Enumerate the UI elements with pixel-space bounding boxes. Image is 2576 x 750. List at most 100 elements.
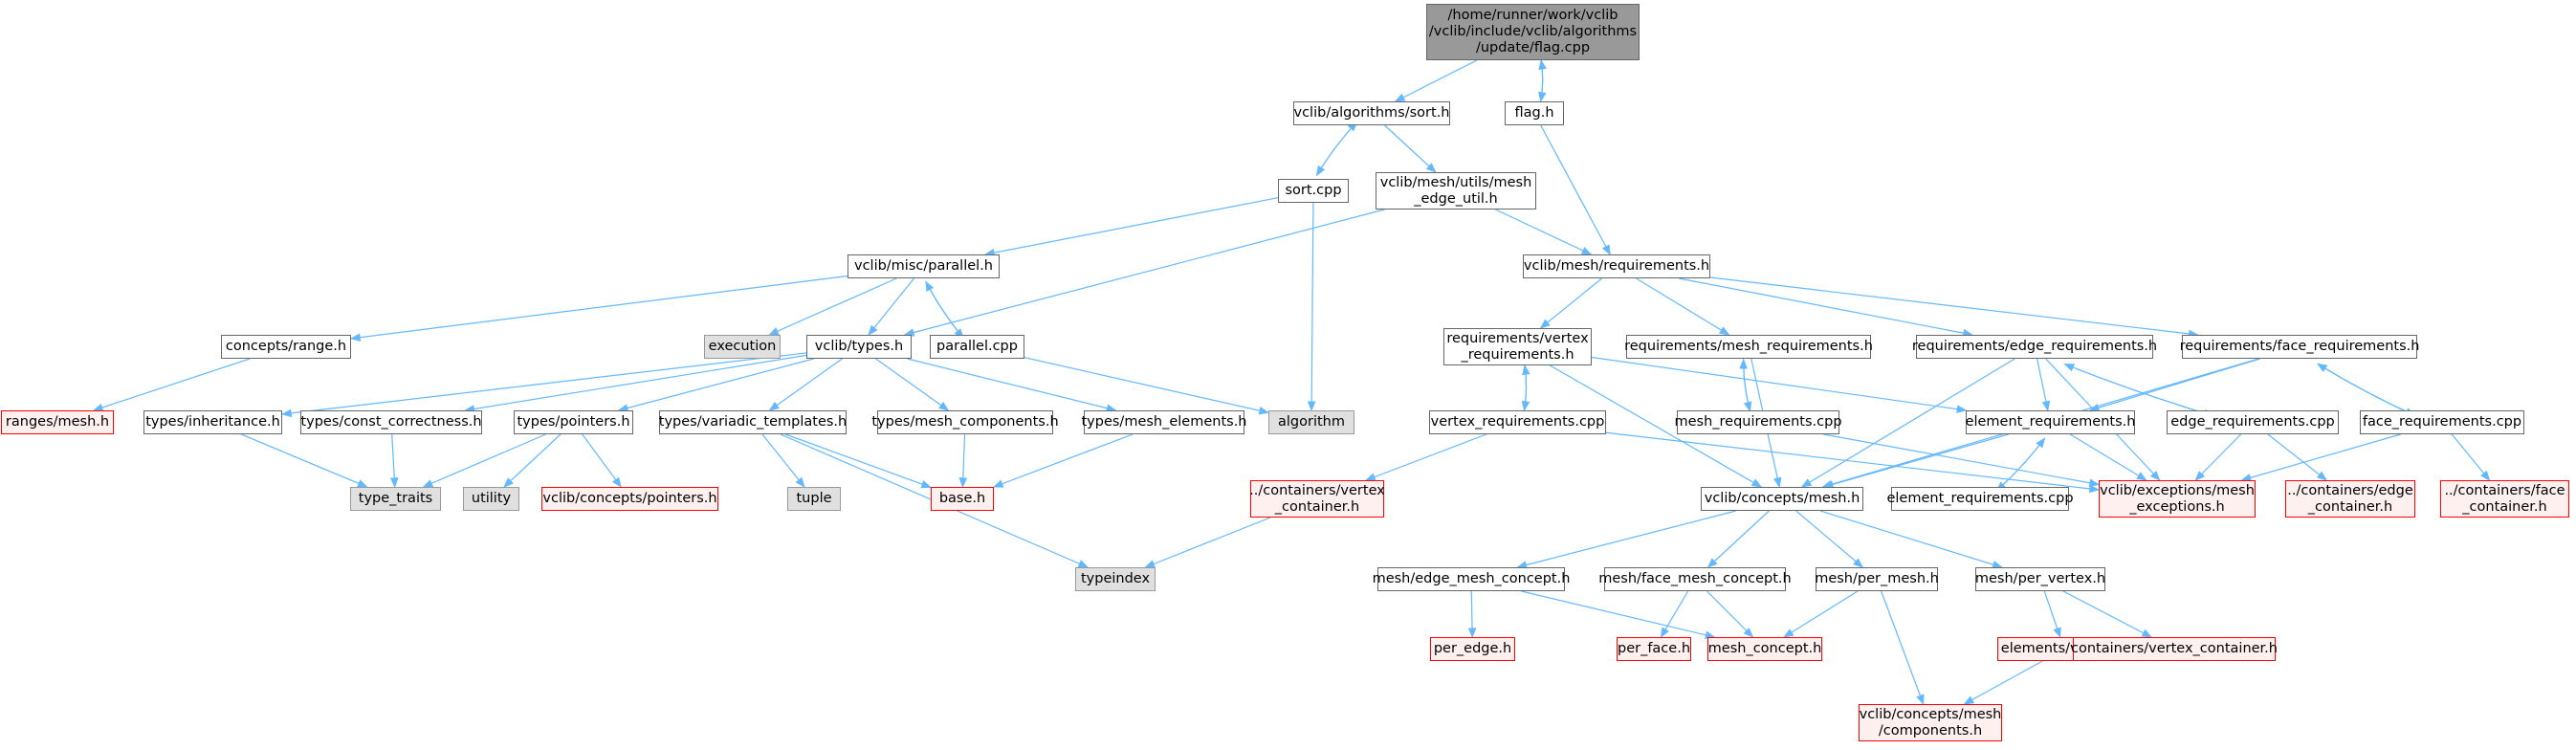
graph-node-element-req[interactable]: element_requirements.h — [1966, 410, 2135, 434]
node-box: vclib/algorithms/sort.h — [1293, 101, 1450, 125]
graph-node-face-req-cpp[interactable]: face_requirements.cpp — [2360, 410, 2524, 434]
graph-node-mesh-req[interactable]: vclib/mesh/requirements.h — [1523, 254, 1710, 278]
graph-node-mesh-req-cpp[interactable]: mesh_requirements.cpp — [1674, 410, 1842, 434]
graph-node-types-ptr[interactable]: types/pointers.h — [514, 410, 633, 434]
graph-node-types-meshcomp[interactable]: types/mesh_components.h — [871, 410, 1059, 434]
graph-node-face-mesh-concept[interactable]: mesh/face_mesh_concept.h — [1598, 567, 1792, 591]
node-box: vclib/mesh/utils/mesh_edge_util.h — [1376, 172, 1536, 210]
node-label-line: utility — [471, 491, 512, 506]
graph-node-per-vertex[interactable]: mesh/per_vertex.h — [1975, 567, 2105, 591]
graph-node-req-mesh[interactable]: requirements/mesh_requirements.h — [1624, 335, 1873, 359]
node-box: execution — [704, 335, 781, 359]
node-label-line: mesh/edge_mesh_concept.h — [1372, 571, 1571, 586]
node-box: vclib/concepts/mesh.h — [1701, 487, 1863, 511]
node-label-line: base.h — [938, 491, 986, 506]
graph-node-types-meshel[interactable]: types/mesh_elements.h — [1081, 410, 1247, 434]
edge-types_var-to-base_h — [785, 433, 933, 489]
edge-mesh_req_cpp-to-vc_exceptions — [1823, 433, 2101, 488]
node-box: base.h — [931, 487, 994, 511]
edge-vclib_types-to-types_inh — [280, 352, 807, 418]
edge-types_ptr-to-vc_concepts_ptr — [582, 433, 622, 488]
node-box: /home/runner/work/vclib/vclib/include/vc… — [1426, 4, 1640, 60]
graph-node-vc-exceptions[interactable]: vclib/exceptions/mesh_exceptions.h — [2099, 480, 2256, 518]
node-label-line: ../containers/edge — [2287, 482, 2413, 498]
edge-mesh_req_cpp-to-req_mesh — [1739, 358, 1751, 411]
graph-node-mesh-edge-util[interactable]: vclib/mesh/utils/mesh_edge_util.h — [1376, 172, 1536, 210]
node-box: containers/vertex_container.h — [2071, 637, 2278, 661]
node-label-line: face_requirements.cpp — [2362, 414, 2522, 430]
edge-face_req_cpp-to-vc_exceptions — [2240, 433, 2401, 482]
graph-node-req-face[interactable]: requirements/face_requirements.h — [2180, 335, 2419, 359]
node-box: vclib/concepts/mesh/components.h — [1859, 704, 2002, 741]
graph-node-edge-req-cpp[interactable]: edge_requirements.cpp — [2167, 410, 2339, 434]
node-label-line: element_requirements.h — [1965, 414, 2136, 430]
graph-node-vc-concepts-mesh[interactable]: vclib/concepts/mesh.h — [1701, 487, 1863, 511]
node-box: vclib/concepts/pointers.h — [541, 487, 718, 511]
graph-node-parallel-cpp[interactable]: parallel.cpp — [930, 335, 1024, 359]
node-box: mesh/per_vertex.h — [1975, 567, 2105, 591]
graph-node-cont-face[interactable]: ../containers/face_container.h — [2440, 480, 2569, 518]
edge-vc_concepts_mesh-to-edge_mesh_concept — [1516, 510, 1736, 569]
graph-node-ranges-mesh[interactable]: ranges/mesh.h — [1, 410, 114, 434]
edge-per_vertex-to-elements_vertex — [2043, 590, 2061, 639]
node-label-line: types/mesh_elements.h — [1081, 414, 1247, 430]
edge-types_meshcomp-to-base_h — [958, 433, 968, 489]
graph-node-sort-cpp[interactable]: sort.cpp — [1278, 179, 1349, 203]
node-label-line: sort.cpp — [1285, 183, 1342, 198]
node-box: requirements/edge_requirements.h — [1912, 335, 2157, 359]
node-box: ranges/mesh.h — [1, 410, 114, 434]
graph-node-types-const[interactable]: types/const_correctness.h — [300, 410, 482, 434]
graph-node-cont-edge[interactable]: ../containers/edge_container.h — [2285, 480, 2415, 518]
graph-node-mesh-concept[interactable]: mesh_concept.h — [1707, 637, 1822, 661]
node-box: element_requirements.h — [1966, 410, 2135, 434]
graph-node-vclib-types[interactable]: vclib/types.h — [806, 335, 912, 359]
graph-node-containers-vc[interactable]: containers/vertex_container.h — [2071, 637, 2278, 661]
graph-node-vc-concepts-mesh-comp[interactable]: vclib/concepts/mesh/components.h — [1859, 704, 2002, 741]
edge-sort_h-to-sort_cpp — [1315, 121, 1358, 177]
graph-node-edge-mesh-concept[interactable]: mesh/edge_mesh_concept.h — [1373, 567, 1570, 591]
node-box: tuple — [787, 487, 841, 511]
edge-req_vertex-to-element_req — [1591, 356, 1968, 413]
graph-node-req-edge[interactable]: requirements/edge_requirements.h — [1912, 335, 2157, 359]
graph-node-flag-cpp[interactable]: /home/runner/work/vclib/vclib/include/vc… — [1426, 4, 1640, 60]
edge-per_vertex-to-containers_vc — [2062, 590, 2152, 638]
edge-vclib_types-to-types_ptr — [617, 358, 814, 412]
graph-node-types-var[interactable]: types/variadic_templates.h — [659, 410, 847, 434]
node-box: ../containers/face_container.h — [2440, 480, 2569, 518]
node-box: parallel.cpp — [930, 335, 1024, 359]
node-box: mesh/face_mesh_concept.h — [1598, 567, 1792, 591]
edge-mesh_req-to-req_mesh — [1636, 277, 1730, 336]
node-box: edge_requirements.cpp — [2167, 410, 2339, 434]
edge-parallel_h-to-concepts_range — [349, 275, 848, 342]
graph-node-vc-concepts-ptr[interactable]: vclib/concepts/pointers.h — [541, 487, 718, 511]
node-box: mesh/per_mesh.h — [1815, 567, 1939, 591]
node-box: algorithm — [1268, 410, 1354, 434]
edge-vclib_types-to-types_meshel — [907, 358, 1117, 412]
edge-vertex_req_cpp-to-req_vertex — [1522, 364, 1530, 411]
graph-node-cont-vertex[interactable]: ../containers/vertex_container.h — [1249, 480, 1385, 518]
edge-types_const-to-type_traits — [389, 433, 399, 489]
edge-flag_h-to-mesh_req — [1540, 124, 1611, 255]
node-label-line: flag.h — [1514, 105, 1554, 121]
node-label-line: _container.h — [1274, 498, 1360, 515]
node-box: types/mesh_elements.h — [1081, 410, 1247, 434]
graph-node-types-inh[interactable]: types/inheritance.h — [143, 410, 282, 434]
graph-node-base-h[interactable]: base.h — [931, 487, 994, 511]
node-box: requirements/vertex_requirements.h — [1443, 328, 1592, 365]
graph-node-per-mesh[interactable]: mesh/per_mesh.h — [1815, 567, 1939, 591]
node-label-line: /components.h — [1878, 722, 1983, 739]
graph-node-per-edge[interactable]: per_edge.h — [1430, 637, 1515, 661]
graph-node-flag-h[interactable]: flag.h — [1505, 101, 1564, 125]
graph-node-concepts-range[interactable]: concepts/range.h — [221, 335, 351, 359]
graph-node-req-vertex[interactable]: requirements/vertex_requirements.h — [1443, 328, 1592, 365]
graph-node-parallel-h[interactable]: vclib/misc/parallel.h — [848, 254, 1000, 278]
graph-node-element-req-cpp[interactable]: element_requirements.cpp — [1886, 487, 2074, 511]
graph-node-per-face[interactable]: per_face.h — [1617, 637, 1691, 661]
node-label-line: types/inheritance.h — [145, 414, 280, 430]
edge-sort_h-to-mesh_edge_util — [1384, 124, 1437, 173]
graph-node-sort-h[interactable]: vclib/algorithms/sort.h — [1293, 101, 1450, 125]
node-box: per_edge.h — [1430, 637, 1515, 661]
edge-mesh_edge_util-to-vclib_types — [903, 209, 1385, 337]
graph-node-vertex-req-cpp[interactable]: vertex_requirements.cpp — [1429, 410, 1606, 434]
